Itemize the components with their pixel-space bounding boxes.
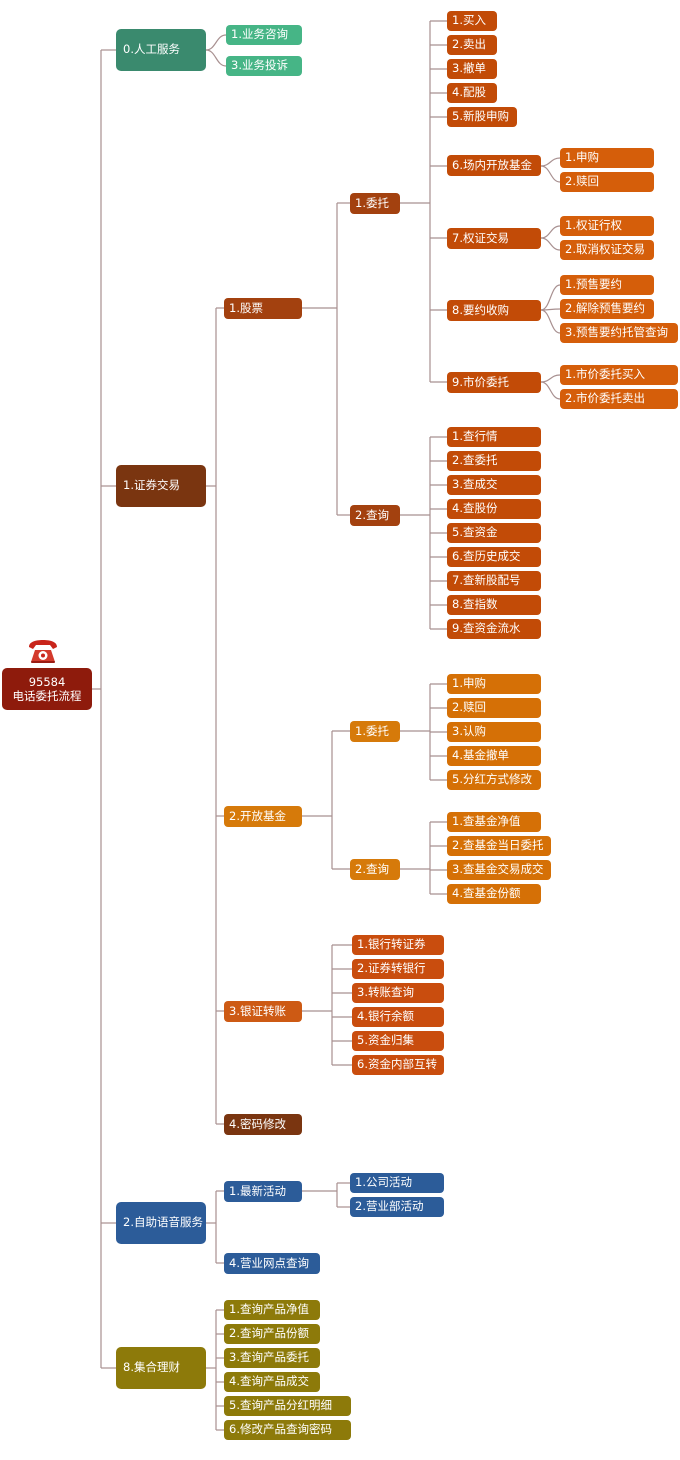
- node-bank-transfer[interactable]: 3.银证转账: [224, 1001, 302, 1022]
- node-internal-transfer[interactable]: 6.资金内部互转: [352, 1055, 444, 1075]
- node-query-deals[interactable]: 3.查成交: [447, 475, 541, 495]
- node-order-tender-offer[interactable]: 8.要约收购: [447, 300, 541, 321]
- node-order-warrant[interactable]: 7.权证交易: [447, 228, 541, 249]
- node-order-market-price[interactable]: 9.市价委托: [447, 372, 541, 393]
- node-collective-wealth[interactable]: 8.集合理财: [116, 1347, 206, 1389]
- telephone-icon: [29, 640, 57, 663]
- node-query-index[interactable]: 8.查指数: [447, 595, 541, 615]
- node-order-cancel[interactable]: 3.撤单: [447, 59, 497, 79]
- node-query-holdings[interactable]: 4.查股份: [447, 499, 541, 519]
- node-fund-initial-subscribe[interactable]: 3.认购: [447, 722, 541, 742]
- node-tender-presale[interactable]: 1.预售要约: [560, 275, 654, 295]
- node-warrant-cancel[interactable]: 2.取消权证交易: [560, 240, 654, 260]
- node-product-deals[interactable]: 4.查询产品成交: [224, 1372, 320, 1392]
- node-securities-trading[interactable]: 1.证券交易: [116, 465, 206, 507]
- node-bank-balance[interactable]: 4.银行余额: [352, 1007, 444, 1027]
- node-password-change[interactable]: 4.密码修改: [224, 1114, 302, 1135]
- node-query-ipo-numbers[interactable]: 7.查新股配号: [447, 571, 541, 591]
- node-query-orders[interactable]: 2.查委托: [447, 451, 541, 471]
- node-market-buy[interactable]: 1.市价委托买入: [560, 365, 678, 385]
- node-fund-collect[interactable]: 5.资金归集: [352, 1031, 444, 1051]
- node-company-activities[interactable]: 1.公司活动: [350, 1173, 444, 1193]
- node-exchange-fund-redeem[interactable]: 2.赎回: [560, 172, 654, 192]
- node-branch-activities[interactable]: 2.营业部活动: [350, 1197, 444, 1217]
- node-product-dividend[interactable]: 5.查询产品分红明细: [224, 1396, 351, 1416]
- node-query-history-deals[interactable]: 6.查历史成交: [447, 547, 541, 567]
- node-order-exchange-fund[interactable]: 6.场内开放基金: [447, 155, 541, 176]
- node-stock-query[interactable]: 2.查询: [350, 505, 400, 526]
- node-fund-query[interactable]: 2.查询: [350, 859, 400, 880]
- node-exchange-fund-subscribe[interactable]: 1.申购: [560, 148, 654, 168]
- node-fund-subscribe[interactable]: 1.申购: [447, 674, 541, 694]
- node-fund-query-deals[interactable]: 3.查基金交易成交: [447, 860, 551, 880]
- node-latest-activities[interactable]: 1.最新活动: [224, 1181, 302, 1202]
- node-fund-query-nav[interactable]: 1.查基金净值: [447, 812, 541, 832]
- node-product-orders[interactable]: 3.查询产品委托: [224, 1348, 320, 1368]
- node-query-funds[interactable]: 5.查资金: [447, 523, 541, 543]
- root-node[interactable]: 95584 电话委托流程: [2, 668, 92, 710]
- node-tender-custody-query[interactable]: 3.预售要约托管查询: [560, 323, 678, 343]
- node-stock[interactable]: 1.股票: [224, 298, 302, 319]
- node-order-ipo[interactable]: 5.新股申购: [447, 107, 517, 127]
- node-order-rights-issue[interactable]: 4.配股: [447, 83, 497, 103]
- node-fund-redeem[interactable]: 2.赎回: [447, 698, 541, 718]
- node-fund-order[interactable]: 1.委托: [350, 721, 400, 742]
- node-fund-dividend-mode[interactable]: 5.分红方式修改: [447, 770, 541, 790]
- node-order-buy[interactable]: 1.买入: [447, 11, 497, 31]
- node-tender-release[interactable]: 2.解除预售要约: [560, 299, 654, 319]
- node-bank-to-securities[interactable]: 1.银行转证券: [352, 935, 444, 955]
- node-business-consult[interactable]: 1.业务咨询: [226, 25, 302, 45]
- node-human-service[interactable]: 0.人工服务: [116, 29, 206, 71]
- node-product-shares[interactable]: 2.查询产品份额: [224, 1324, 320, 1344]
- node-fund-query-today-orders[interactable]: 2.查基金当日委托: [447, 836, 551, 856]
- node-stock-order[interactable]: 1.委托: [350, 193, 400, 214]
- root-title-line2: 电话委托流程: [12, 689, 82, 703]
- node-business-complaint[interactable]: 3.业务投诉: [226, 56, 302, 76]
- node-fund-query-shares[interactable]: 4.查基金份额: [447, 884, 541, 904]
- root-title-line1: 95584: [28, 675, 66, 689]
- node-warrant-exercise[interactable]: 1.权证行权: [560, 216, 654, 236]
- node-product-password[interactable]: 6.修改产品查询密码: [224, 1420, 351, 1440]
- node-securities-to-bank[interactable]: 2.证券转银行: [352, 959, 444, 979]
- node-market-sell[interactable]: 2.市价委托卖出: [560, 389, 678, 409]
- node-order-sell[interactable]: 2.卖出: [447, 35, 497, 55]
- node-product-nav[interactable]: 1.查询产品净值: [224, 1300, 320, 1320]
- node-transfer-query[interactable]: 3.转账查询: [352, 983, 444, 1003]
- node-branch-query[interactable]: 4.营业网点查询: [224, 1253, 320, 1274]
- node-query-quotes[interactable]: 1.查行情: [447, 427, 541, 447]
- node-query-cash-flow[interactable]: 9.查资金流水: [447, 619, 541, 639]
- node-open-fund[interactable]: 2.开放基金: [224, 806, 302, 827]
- node-self-voice-service[interactable]: 2.自助语音服务: [116, 1202, 206, 1244]
- node-fund-cancel[interactable]: 4.基金撤单: [447, 746, 541, 766]
